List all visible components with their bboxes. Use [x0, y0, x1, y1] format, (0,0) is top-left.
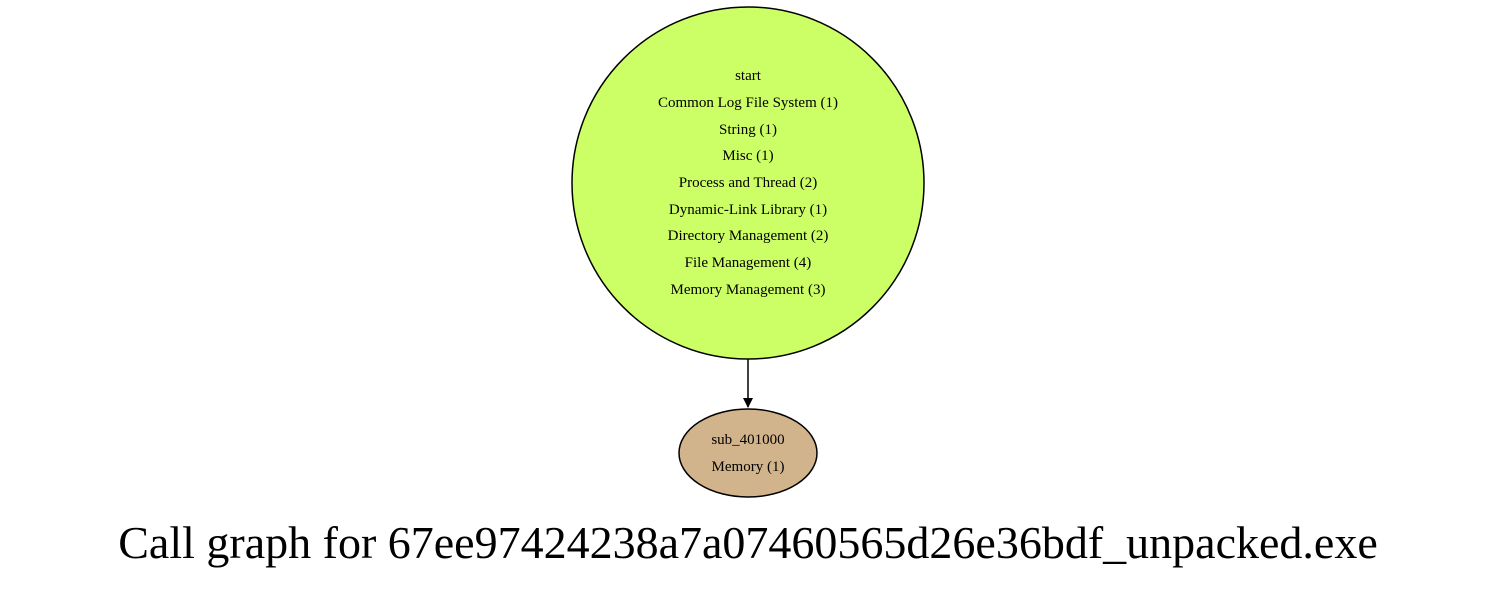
node-start-api-category: Misc (1) [722, 148, 773, 164]
node-sub-401000-api-category: Memory (1) [712, 459, 785, 475]
node-sub-401000[interactable]: sub_401000 Memory (1) [678, 408, 818, 498]
node-start-api-category: Dynamic-Link Library (1) [669, 202, 827, 218]
node-start-label: start [735, 68, 762, 84]
node-start-api-category: Directory Management (2) [668, 228, 829, 244]
node-start-api-category: String (1) [719, 122, 777, 138]
node-start-api-category: Memory Management (3) [671, 282, 826, 298]
node-sub-401000-label: sub_401000 [711, 432, 784, 448]
node-start-api-category: File Management (4) [685, 255, 812, 271]
node-sub-401000-shape [678, 408, 818, 498]
node-start-api-category: Common Log File System (1) [658, 95, 838, 111]
node-start-api-category: Process and Thread (2) [679, 175, 817, 191]
node-start[interactable]: start Common Log File System (1) String … [571, 6, 925, 360]
graph-title: Call graph for 67ee97424238a7a07460565d2… [118, 517, 1378, 568]
